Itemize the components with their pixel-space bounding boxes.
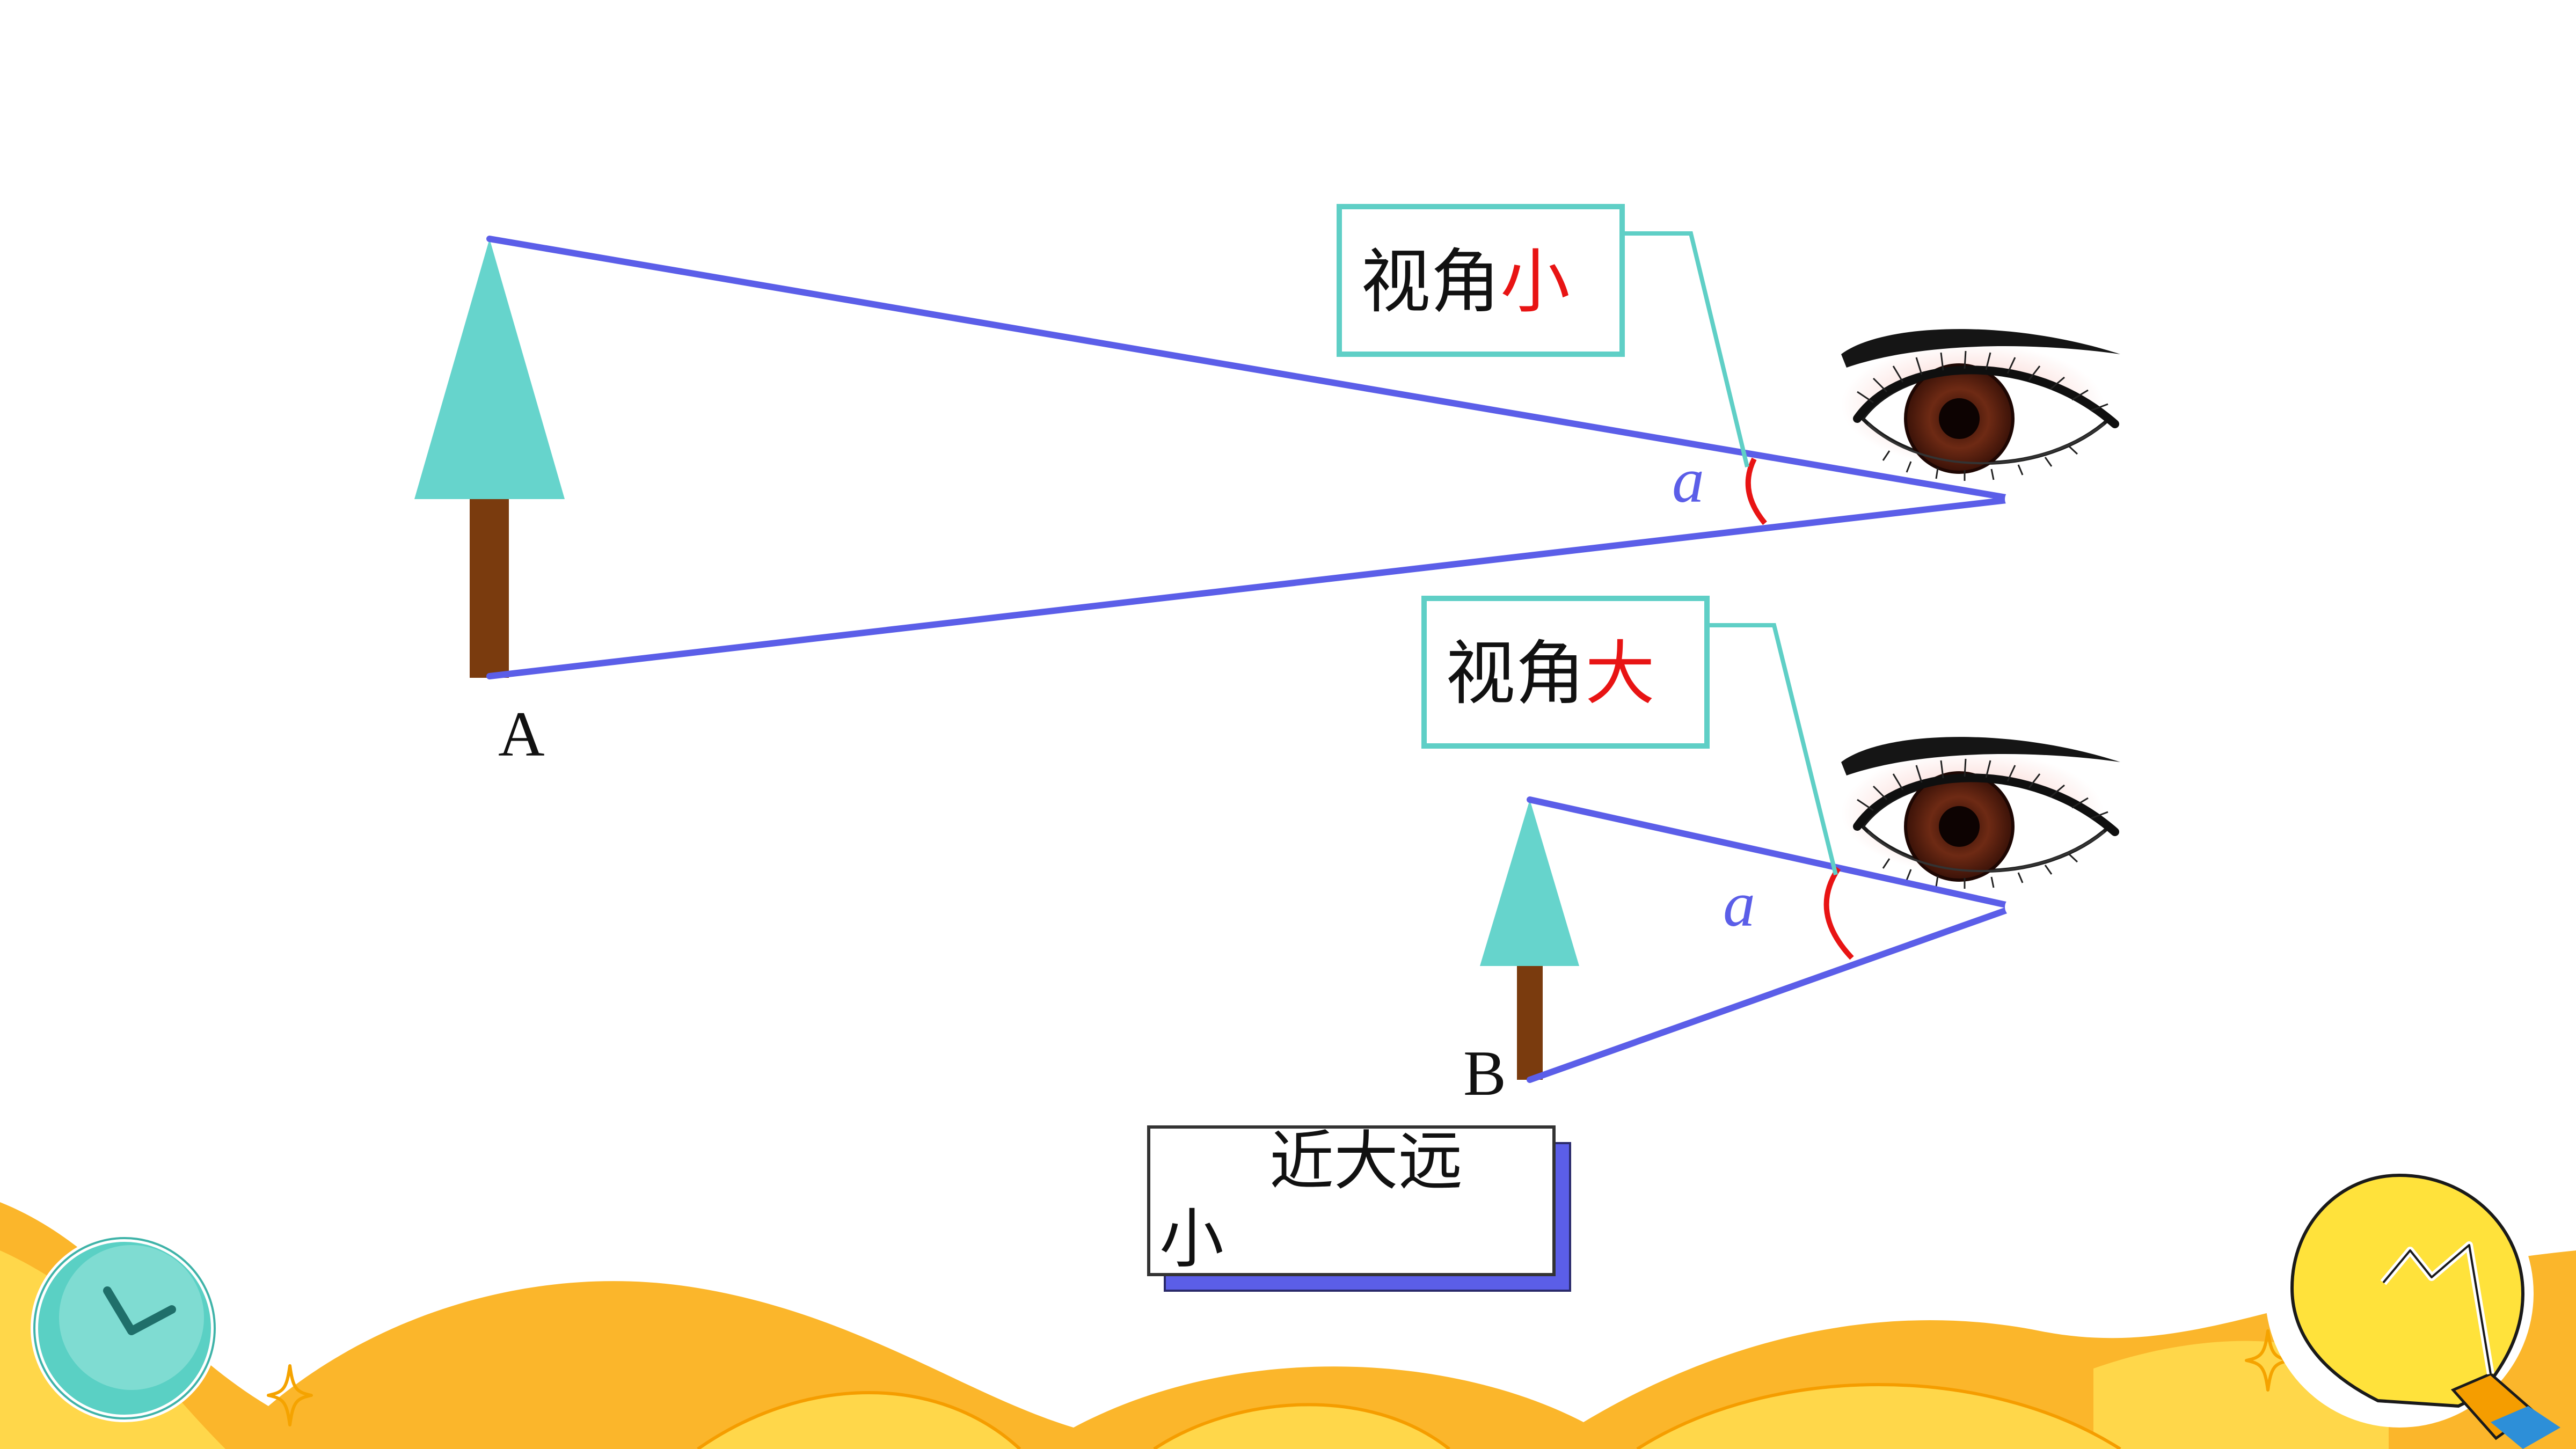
callout-leader-small [1624,231,1749,467]
tree-crown [1480,800,1579,966]
callout-large-angle: 视角大 [1421,596,1710,749]
angle-arc-large [1823,867,1854,960]
summary-box: 近大远 小 [1147,1124,1571,1292]
sight-lines-b [1527,796,2019,1083]
tree-trunk [470,496,509,678]
svg-text:视角大: 视角大 [1446,633,1655,714]
callout-large-word: 大 [1585,633,1655,714]
tree-crown [414,239,565,499]
callout-small-prefix: 视角 [1361,241,1500,323]
summary-line-1: 近大远 [1269,1124,1463,1199]
callout-small-word: 小 [1500,241,1570,323]
alpha-label-bottom: a [1723,868,1755,940]
pupil-highlight [2005,896,2026,918]
tree-trunk [1517,963,1543,1080]
eye-icon [1841,329,2120,481]
angle-arc-small [1745,457,1767,525]
pupil-highlight [2005,488,2026,510]
tree-a [414,239,565,678]
callout-leader-large [1707,623,1838,875]
tree-b [1480,800,1579,1080]
clock-icon [31,1234,218,1422]
callout-large-prefix: 视角 [1446,633,1585,714]
sight-lines-a [486,236,2019,679]
lightbulb-icon [2265,1159,2560,1449]
svg-text:视角小: 视角小 [1361,241,1570,323]
callout-small-angle: 视角小 [1337,204,1625,357]
eye-icon [1841,737,2120,889]
tree-b-label: B [1463,1037,1506,1109]
alpha-label-top: a [1672,444,1704,516]
summary-line-2: 小 [1159,1202,1224,1277]
tree-a-label: A [498,698,545,770]
